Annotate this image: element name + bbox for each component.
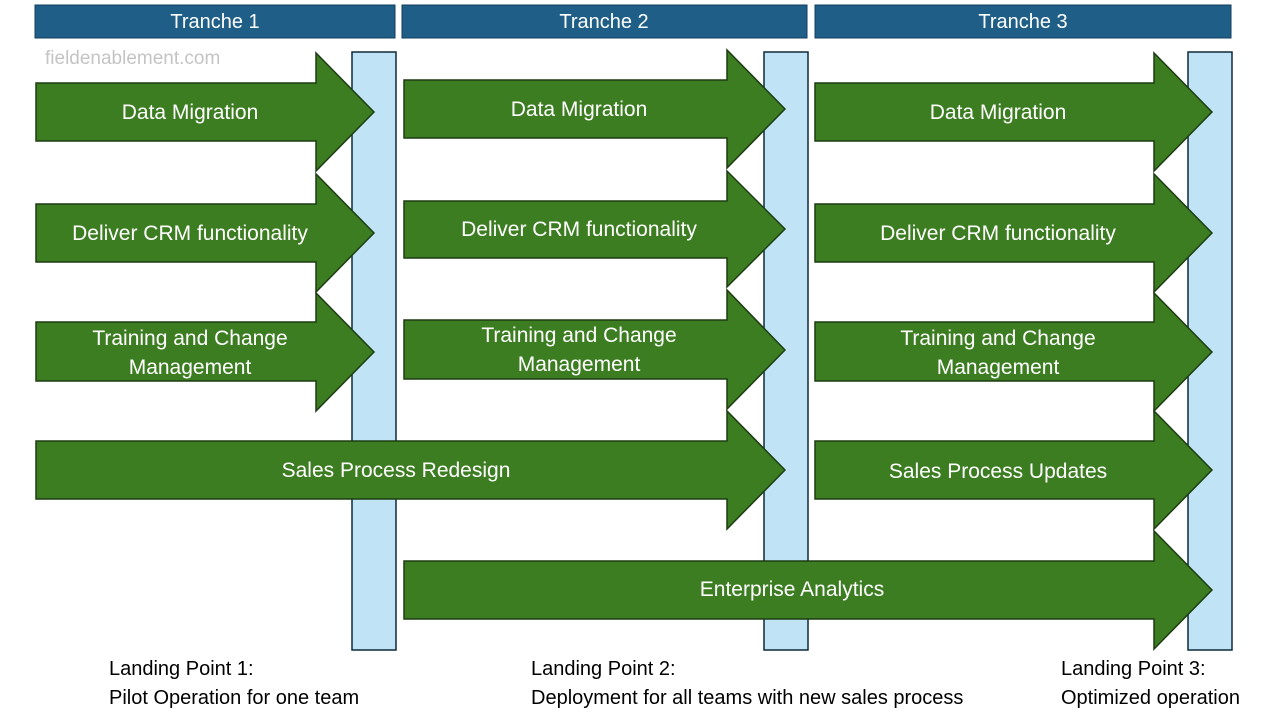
landing-point-title: Landing Point 1: — [109, 658, 254, 680]
arrow-enterprise-analytics: Enterprise Analytics — [403, 529, 1214, 651]
arrow-label: Data Migration — [511, 98, 648, 121]
arrow-training-1: Training and Change Management — [35, 291, 376, 413]
tranche-label: Tranche 2 — [559, 11, 648, 33]
landing-point-2: Landing Point 2: Deployment for all team… — [531, 655, 963, 713]
arrow-deliver-crm-1: Deliver CRM functionality — [35, 172, 376, 294]
arrow-label-line-1: Training and Change — [900, 327, 1095, 350]
arrow-label-line-2: Management — [518, 353, 641, 376]
arrow-data-migration-2: Data Migration — [403, 48, 787, 170]
arrow-training-3: Training and Change Management — [814, 291, 1214, 413]
landing-point-description: Pilot Operation for one team — [109, 687, 360, 709]
arrow-label-line-2: Management — [937, 356, 1060, 379]
arrow-label: Sales Process Updates — [889, 460, 1107, 483]
arrow-data-migration-1: Data Migration — [35, 51, 376, 173]
arrow-label: Data Migration — [122, 101, 259, 124]
arrow-label: Sales Process Redesign — [282, 459, 511, 482]
watermark: fieldenablement.com — [45, 48, 220, 69]
tranche-header-3: Tranche 3 — [814, 4, 1232, 39]
tranche-header-2: Tranche 2 — [401, 4, 808, 39]
arrow-deliver-crm-3: Deliver CRM functionality — [814, 172, 1214, 294]
landing-point-description: Optimized operation — [1061, 687, 1240, 709]
landing-point-3: Landing Point 3: Optimized operation — [1061, 655, 1240, 713]
landing-point-1: Landing Point 1: Pilot Operation for one… — [109, 655, 359, 713]
landing-point-title: Landing Point 2: — [531, 658, 676, 680]
arrow-label: Enterprise Analytics — [700, 578, 884, 601]
landing-point-description: Deployment for all teams with new sales … — [531, 687, 964, 709]
tranche-label: Tranche 1 — [170, 11, 259, 33]
arrow-data-migration-3: Data Migration — [814, 51, 1214, 173]
arrow-label-line-1: Training and Change — [481, 324, 676, 347]
arrow-label: Deliver CRM functionality — [461, 218, 697, 241]
arrow-training-2: Training and Change Management — [403, 288, 787, 411]
arrow-label-line-2: Management — [129, 356, 252, 379]
landing-point-title: Landing Point 3: — [1061, 658, 1206, 680]
tranche-label: Tranche 3 — [978, 11, 1067, 33]
arrow-label: Deliver CRM functionality — [72, 222, 308, 245]
tranche-header-1: Tranche 1 — [34, 4, 396, 39]
arrow-label-line-1: Training and Change — [92, 327, 287, 350]
arrow-sales-process-updates: Sales Process Updates — [814, 409, 1214, 531]
arrow-label: Data Migration — [930, 101, 1067, 124]
arrow-deliver-crm-2: Deliver CRM functionality — [403, 169, 787, 289]
arrow-sales-process-redesign: Sales Process Redesign — [35, 409, 787, 531]
arrow-label: Deliver CRM functionality — [880, 222, 1116, 245]
